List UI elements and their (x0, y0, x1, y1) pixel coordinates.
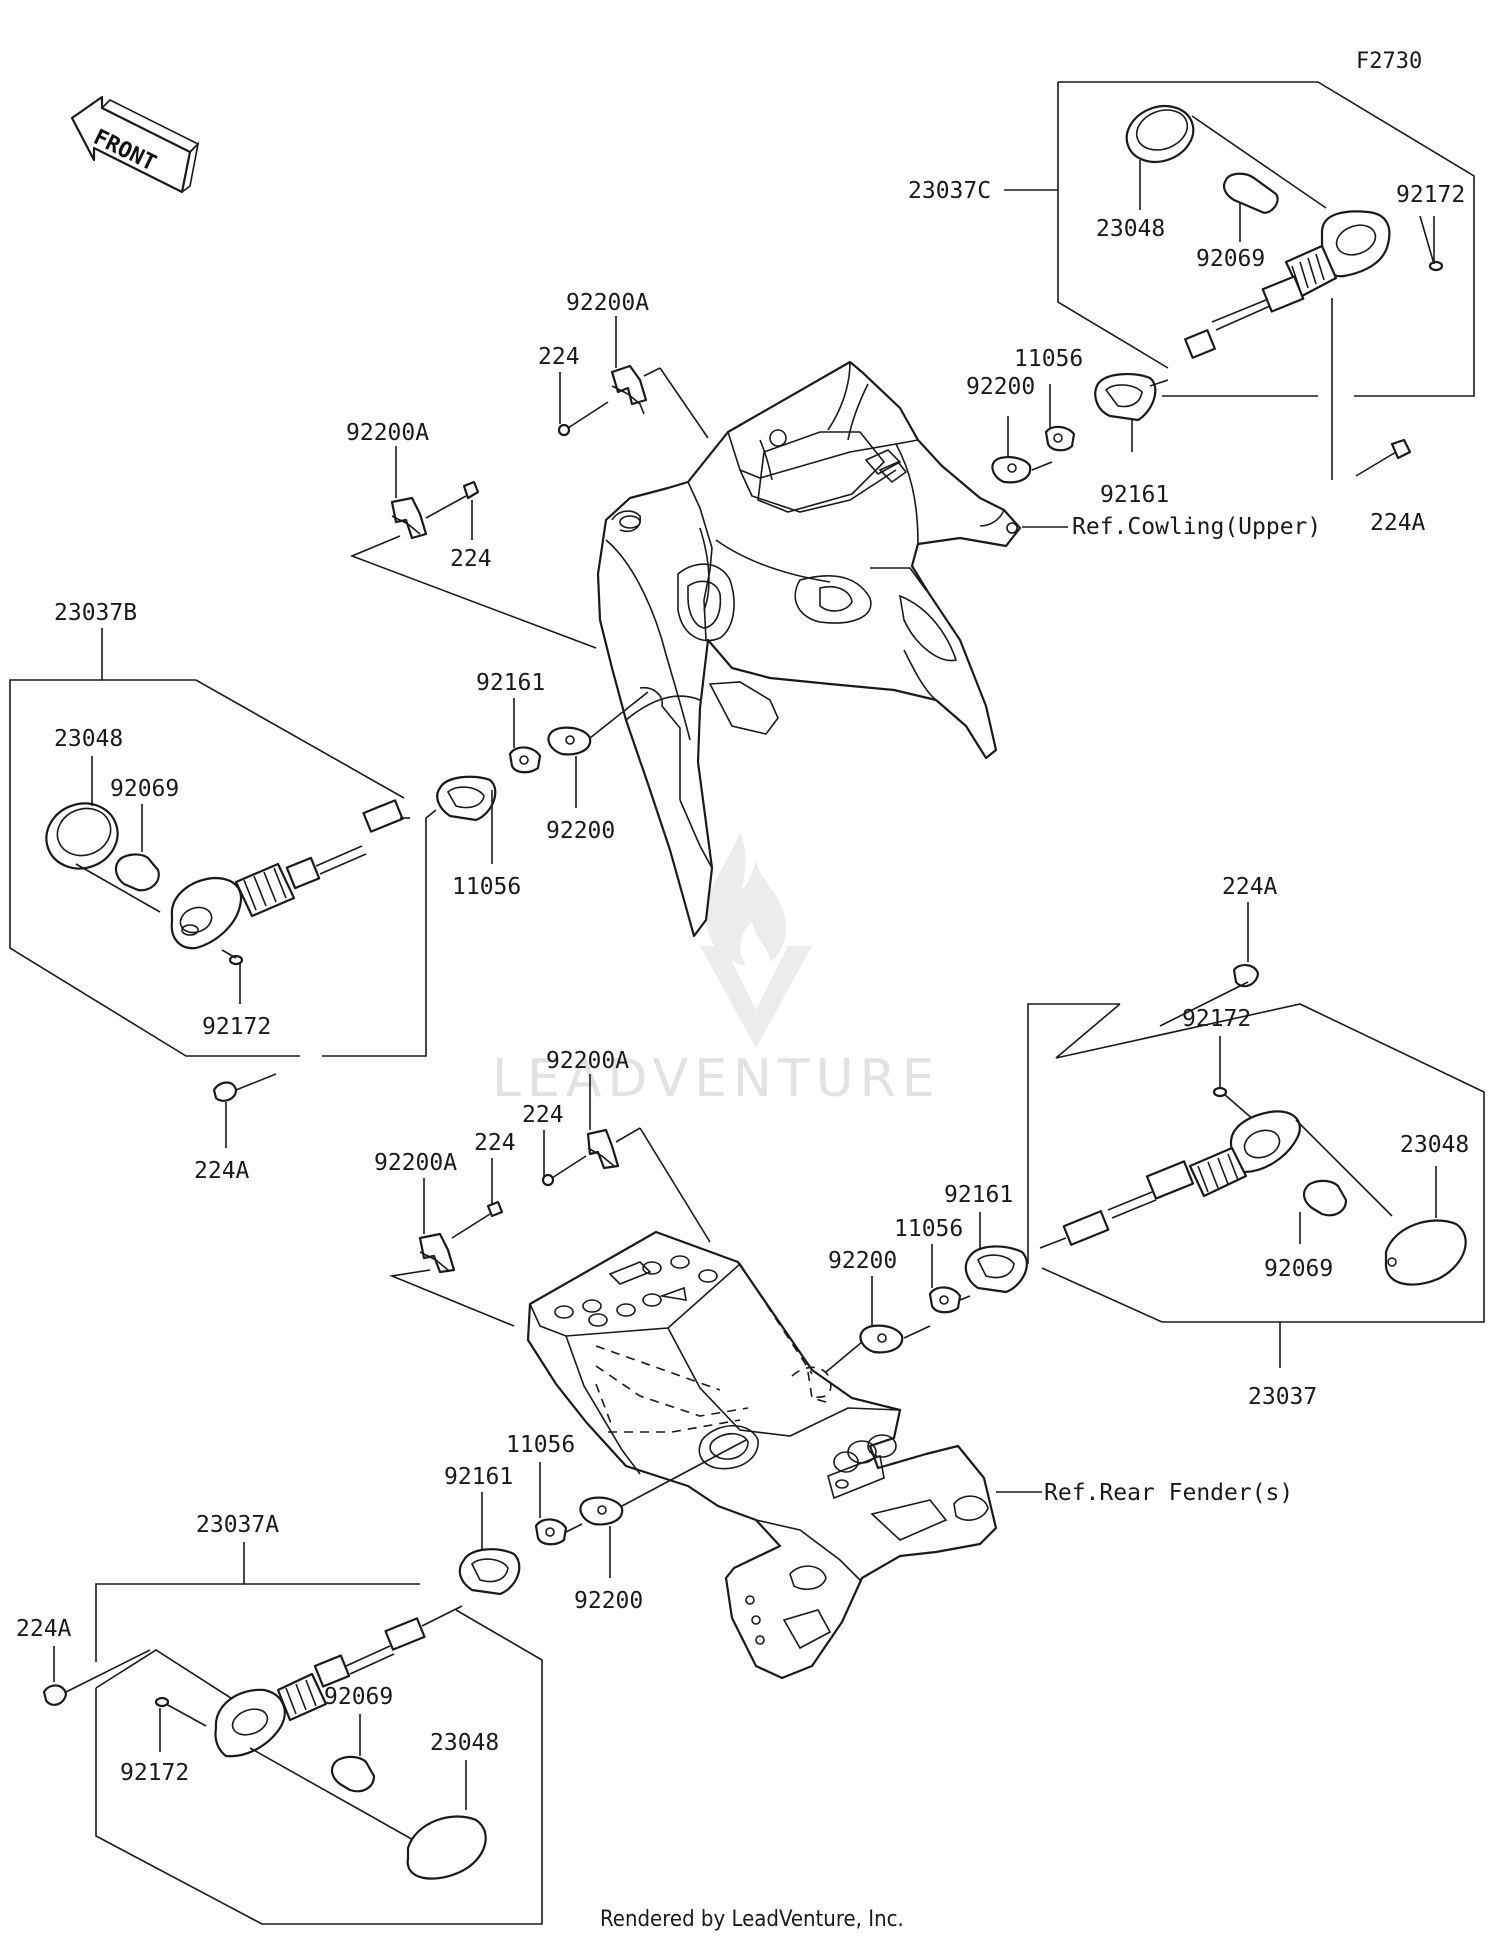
label-23037C: 23037C (908, 178, 991, 204)
front-top-bracket: 92200A 224 (538, 290, 709, 439)
label-92161-fl: 11056 (452, 874, 521, 900)
label-23037A: 23037A (196, 1512, 279, 1538)
assembly-23037A: 23037A 224A 92172 92069 23048 (16, 1512, 543, 1925)
figure-code: F2730 (1356, 49, 1422, 74)
label-92069-rl: 92069 (324, 1684, 393, 1710)
label-92172-rl: 92172 (120, 1760, 189, 1786)
label-224-rear-top: 224 (522, 1102, 564, 1128)
label-11056: 11056 (1014, 346, 1083, 372)
rear-right-mount: 92161 11056 92200 (825, 1182, 1028, 1373)
rear-left-mount: 92161 11056 92200 (444, 1432, 747, 1614)
assembly-23037C: 23037C 23048 92069 92172 (908, 81, 1475, 480)
label-23048-rl: 23048 (430, 1730, 499, 1756)
label-92200: 92200 (966, 374, 1035, 400)
label-92161-rr: 92161 (944, 1182, 1013, 1208)
label-224-left: 224 (450, 546, 492, 572)
label-92172: 92172 (1396, 182, 1465, 208)
label-224-rear-left: 224 (474, 1130, 516, 1156)
label-92200-fl: 92200 (546, 818, 615, 844)
front-left-bracket: 92200A 224 (346, 420, 597, 649)
label-92172-fl: 92172 (202, 1014, 271, 1040)
front-arrow-icon: FRONT (70, 95, 200, 194)
label-92200A-rear-left: 92200A (374, 1150, 457, 1176)
front-left-mount: 11056 92161 92200 224A (194, 670, 649, 1184)
label-92069-rr: 92069 (1264, 1256, 1333, 1282)
label-23048: 23048 (1096, 216, 1165, 242)
label-11056-rr: 11056 (894, 1216, 963, 1242)
label-224-top: 224 (538, 344, 580, 370)
front-right-mount: 92161 11056 92200 224A (966, 346, 1426, 536)
assembly-23037: 23037 224A 92172 92069 23048 (1027, 874, 1485, 1410)
label-92069-fl: 92069 (110, 776, 179, 802)
v-logo-icon (700, 946, 812, 1048)
ref-rear-fender: Ref.Rear Fender(s) (1044, 1480, 1293, 1506)
label-92161-rl: 92161 (444, 1464, 513, 1490)
label-92200A-top: 92200A (566, 290, 649, 316)
label-92200-rl: 92200 (574, 1588, 643, 1614)
label-92200A-rear-top: 92200A (546, 1048, 629, 1074)
label-92200-rr: 92200 (828, 1248, 897, 1274)
cowling-upper (596, 360, 1022, 938)
label-224A-fl: 224A (194, 1158, 250, 1184)
label-11056-fl: 92161 (476, 670, 545, 696)
footer-credit: Rendered by LeadVenture, Inc. (600, 1907, 904, 1932)
label-11056-rl: 11056 (506, 1432, 575, 1458)
label-23037: 23037 (1248, 1384, 1317, 1410)
label-224A-rl: 224A (16, 1616, 72, 1642)
label-23048-rr: 23048 (1400, 1132, 1469, 1158)
label-92161: 92161 (1100, 482, 1169, 508)
assembly-23037B: 23037B 23048 92069 92172 (9, 600, 437, 1057)
label-92200A-left: 92200A (346, 420, 429, 446)
rear-brackets: 92200A 224 92200A 224 (374, 1048, 711, 1327)
ref-cowling-upper: Ref.Cowling(Upper) (1072, 514, 1321, 540)
label-92172-rr: 92172 (1182, 1006, 1251, 1032)
label-224A-rr: 224A (1222, 874, 1278, 900)
label-23048-fl: 23048 (54, 726, 123, 752)
label-23037B: 23037B (54, 600, 137, 626)
flame-logo-icon (706, 832, 786, 966)
watermark-text: LEADVENTURE (492, 1049, 941, 1109)
label-224A-fr: 224A (1370, 510, 1426, 536)
rear-fender (526, 1230, 998, 1680)
label-92069: 92069 (1196, 246, 1265, 272)
watermark: LEADVENTURE (492, 832, 941, 1109)
